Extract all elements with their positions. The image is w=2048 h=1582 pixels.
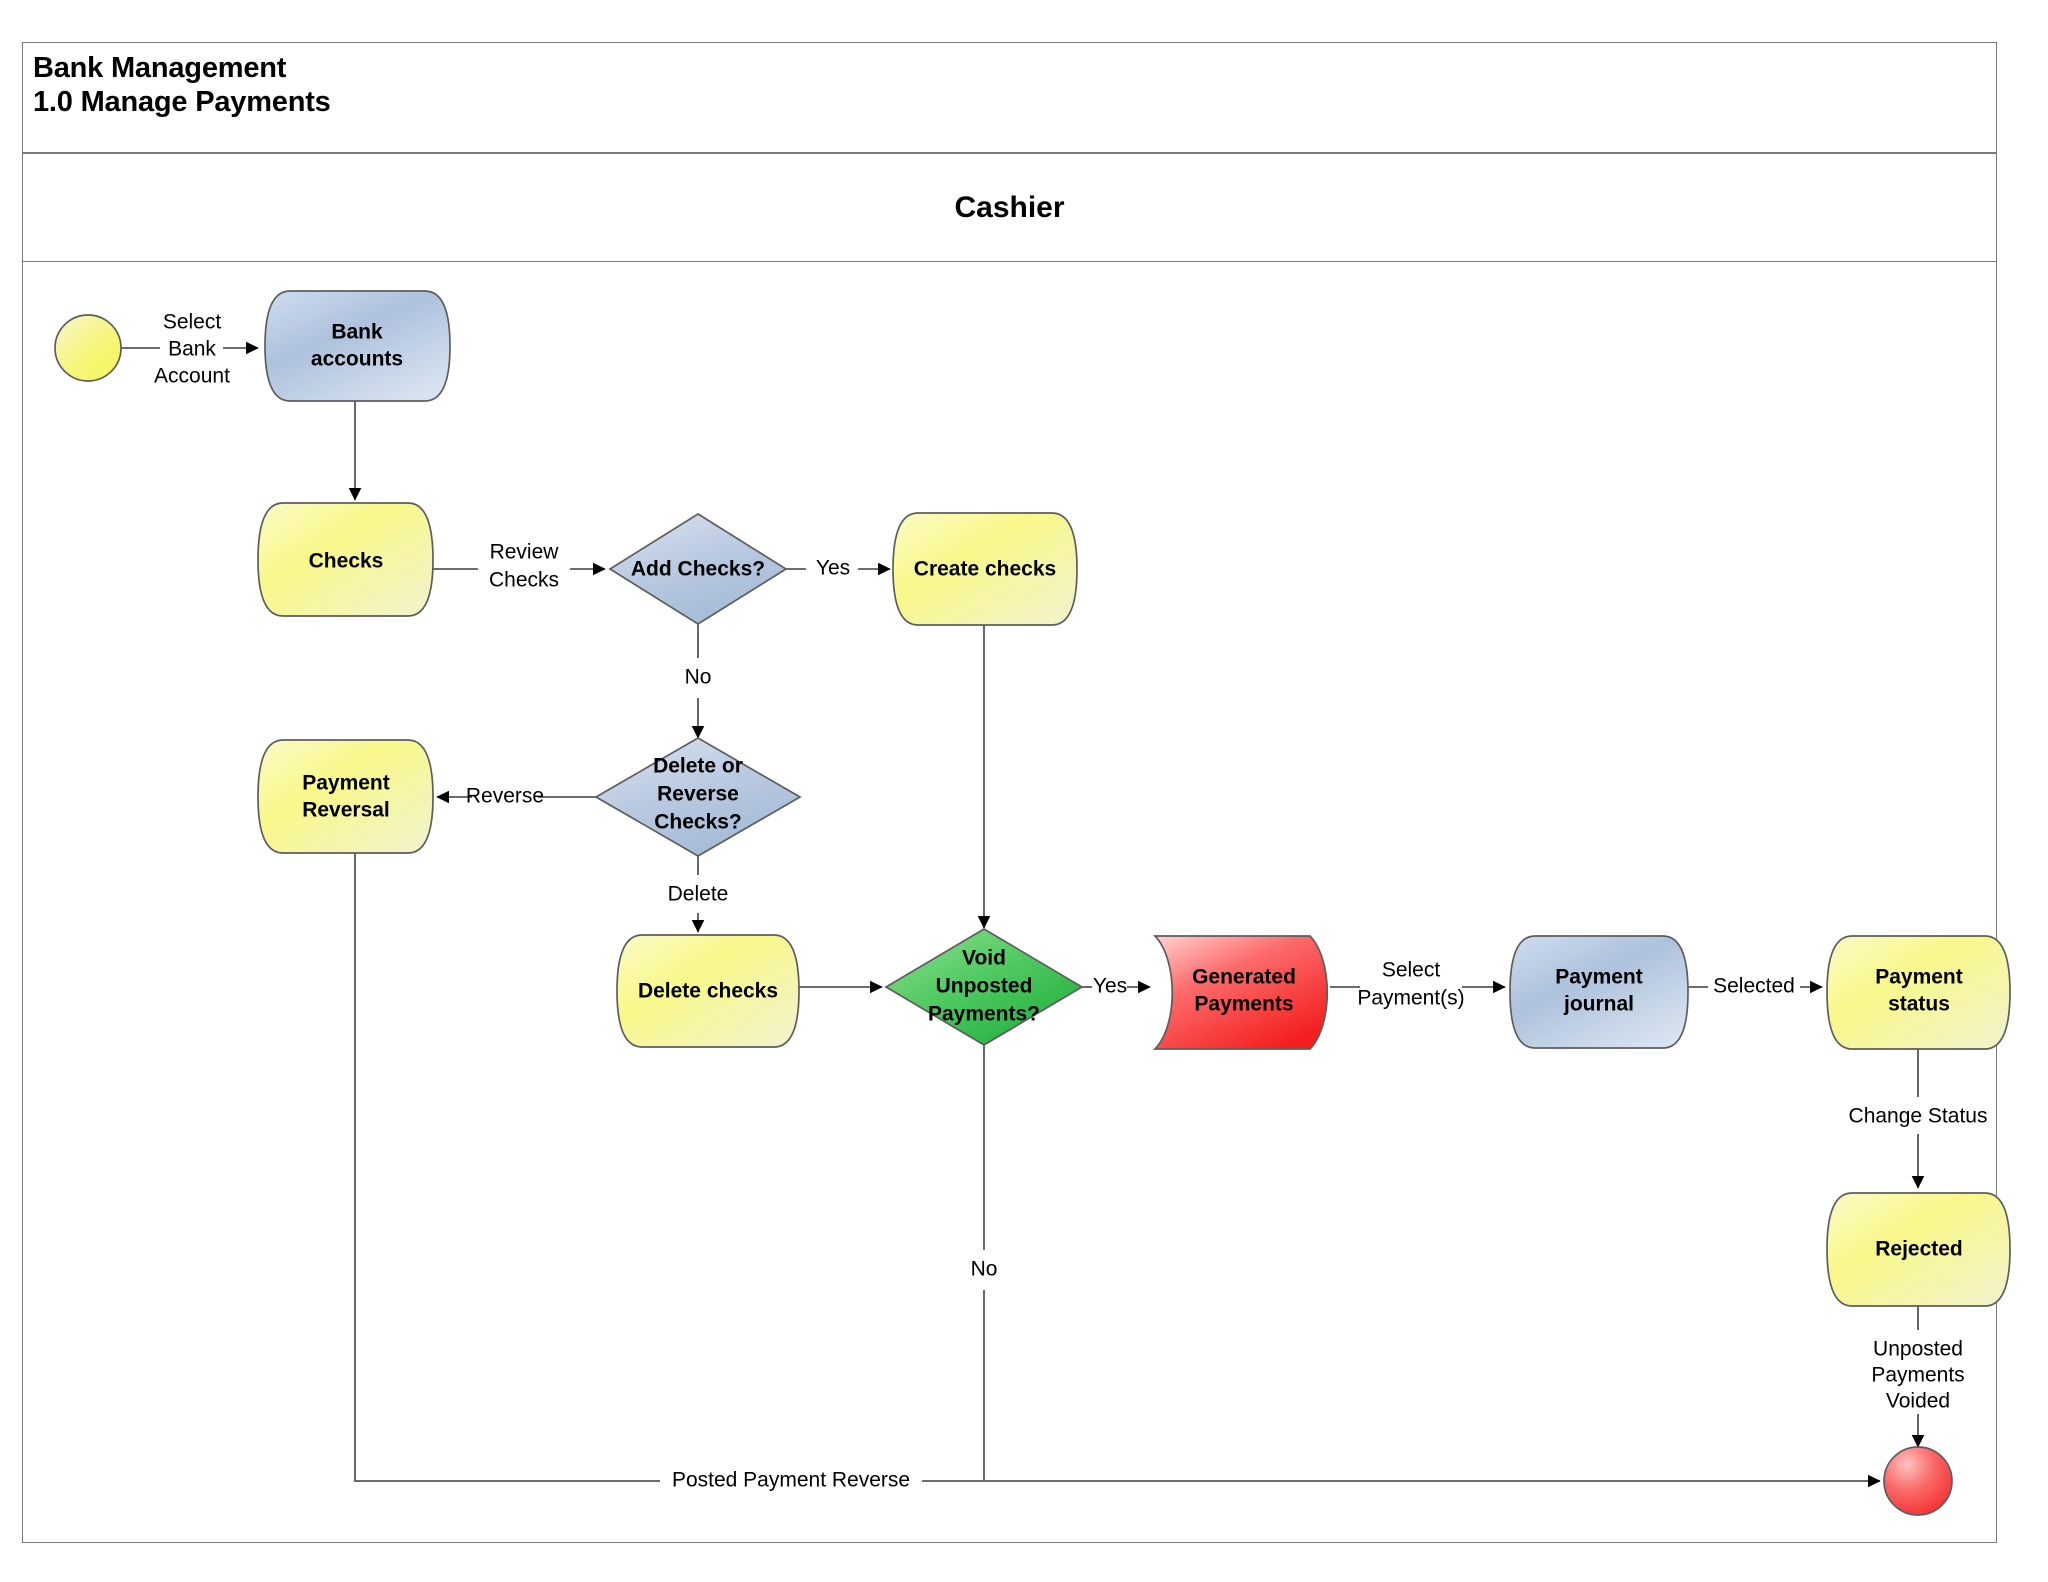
edge-rejected-to-end: Unposted Payments Voided (1871, 1306, 1965, 1448)
node-label-delete-reverse-3: Checks? (654, 811, 742, 834)
node-label-payment-status-1: Payment (1875, 966, 1963, 989)
edge-label-delete: Delete (668, 883, 729, 906)
edge-start-to-bank-accounts: Select Bank Account (121, 311, 259, 388)
node-payment-status[interactable]: Payment status (1826, 935, 2011, 1050)
node-label-rejected: Rejected (1875, 1238, 1963, 1261)
node-add-checks[interactable]: Add Checks? (608, 512, 788, 626)
edge-add-checks-no: No (685, 624, 712, 739)
edge-checks-to-add-checks: Review Checks (433, 541, 606, 592)
node-label-bank-accounts-2: accounts (311, 348, 403, 371)
node-label-payment-journal-2: journal (1563, 993, 1634, 1016)
edge-label-reverse: Reverse (466, 785, 544, 808)
node-delete-checks[interactable]: Delete checks (616, 934, 800, 1048)
node-void-unposted-payments[interactable]: Void Unposted Payments? (884, 928, 1084, 1046)
node-label-generated-2: Payments (1194, 993, 1293, 1016)
node-label-payment-reversal-2: Reversal (302, 799, 390, 822)
node-rejected[interactable]: Rejected (1826, 1192, 2011, 1307)
edge-label-selected: Selected (1713, 975, 1795, 998)
node-label-void-3: Payments? (928, 1003, 1040, 1026)
node-label-payment-reversal-1: Payment (302, 772, 390, 795)
node-payment-reversal[interactable]: Payment Reversal (257, 739, 434, 854)
edge-label-posted-payment-reverse: Posted Payment Reverse (672, 1469, 910, 1492)
edge-label-change-status: Change Status (1849, 1105, 1988, 1128)
edge-label-void-no: No (971, 1258, 998, 1281)
node-label-create-checks: Create checks (914, 558, 1056, 581)
edge-label-bank: Bank (168, 338, 216, 361)
edge-status-to-rejected: Change Status (1849, 1049, 1988, 1189)
node-label-void-2: Unposted (936, 975, 1033, 998)
node-label-payment-status-2: status (1888, 993, 1950, 1016)
node-label-payment-journal-1: Payment (1555, 966, 1643, 989)
edge-label-checks: Checks (489, 569, 559, 592)
edge-reverse: Reverse (436, 785, 601, 808)
edge-label-add-checks-yes: Yes (816, 557, 850, 580)
edge-payment-reversal-to-end: Posted Payment Reverse (354, 853, 1881, 1492)
node-label-void-1: Void (962, 947, 1006, 970)
edge-delete: Delete (668, 856, 729, 933)
edge-label-account: Account (154, 365, 230, 388)
node-create-checks[interactable]: Create checks (892, 512, 1078, 626)
node-bank-accounts[interactable]: Bank accounts (264, 290, 451, 402)
edge-void-yes: Yes (1082, 975, 1151, 998)
node-end[interactable] (1883, 1446, 1953, 1516)
lane-header-cashier: Cashier (22, 153, 1997, 262)
edge-generated-to-journal: Select Payment(s) (1330, 959, 1506, 1010)
edge-add-checks-yes: Yes (786, 557, 891, 580)
edge-journal-to-status: Selected (1688, 975, 1823, 998)
edge-label-unposted-2: Payments (1871, 1364, 1964, 1387)
node-delete-or-reverse-checks[interactable]: Delete or Reverse Checks? (594, 737, 802, 857)
node-label-checks: Checks (309, 550, 384, 573)
edge-label-unposted-3: Voided (1886, 1390, 1950, 1413)
edge-label-void-yes: Yes (1093, 975, 1127, 998)
edge-label-select: Select (163, 311, 222, 334)
node-payment-journal[interactable]: Payment journal (1509, 935, 1689, 1049)
edge-label-unposted-1: Unposted (1873, 1338, 1963, 1361)
edge-void-no: No (971, 1045, 998, 1481)
node-label-delete-reverse-1: Delete or (653, 755, 743, 778)
node-label-delete-checks: Delete checks (638, 980, 778, 1003)
edge-label-add-checks-no: No (685, 666, 712, 689)
node-start[interactable] (54, 314, 122, 382)
node-generated-payments[interactable]: Generated Payments (1153, 935, 1329, 1050)
node-label-generated-1: Generated (1192, 966, 1296, 989)
diagram-title-line-2: 1.0 Manage Payments (33, 86, 331, 119)
diagram-title-box: Bank Management 1.0 Manage Payments (22, 42, 1997, 153)
node-label-bank-accounts-1: Bank (331, 321, 383, 344)
diagram-title-line-1: Bank Management (33, 52, 287, 84)
edge-label-select-payments-2: Payment(s) (1357, 987, 1464, 1010)
node-label-delete-reverse-2: Reverse (657, 783, 739, 806)
edge-label-select-payments-1: Select (1382, 959, 1441, 982)
lane-header-label: Cashier (954, 190, 1065, 224)
node-label-add-checks: Add Checks? (631, 558, 765, 581)
node-checks[interactable]: Checks (257, 502, 434, 617)
edge-label-review: Review (490, 541, 560, 564)
